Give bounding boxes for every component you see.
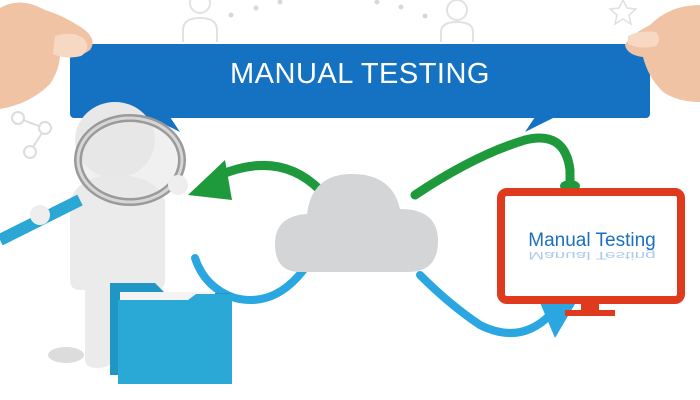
magnifier-icon — [0, 114, 188, 246]
monitor-screen-reflection: Manual Testing — [528, 249, 656, 262]
green-arrowhead — [188, 160, 232, 200]
dots-decoration — [228, 0, 428, 19]
folder-icon — [110, 283, 232, 384]
green-arrow — [215, 133, 575, 200]
share-icon — [11, 111, 52, 159]
monitor-icon — [497, 188, 685, 316]
person-outline-icon — [182, 0, 218, 42]
cloud-icon — [275, 174, 438, 272]
hand-right-icon — [625, 5, 700, 102]
person-outline-icon — [440, 0, 474, 42]
hand-left-icon — [0, 2, 93, 109]
star-outline-icon — [608, 0, 638, 26]
monitor-screen-text: Manual Testing — [528, 230, 656, 251]
blue-arrowhead — [538, 298, 575, 338]
banner-title: MANUAL TESTING — [230, 58, 490, 90]
